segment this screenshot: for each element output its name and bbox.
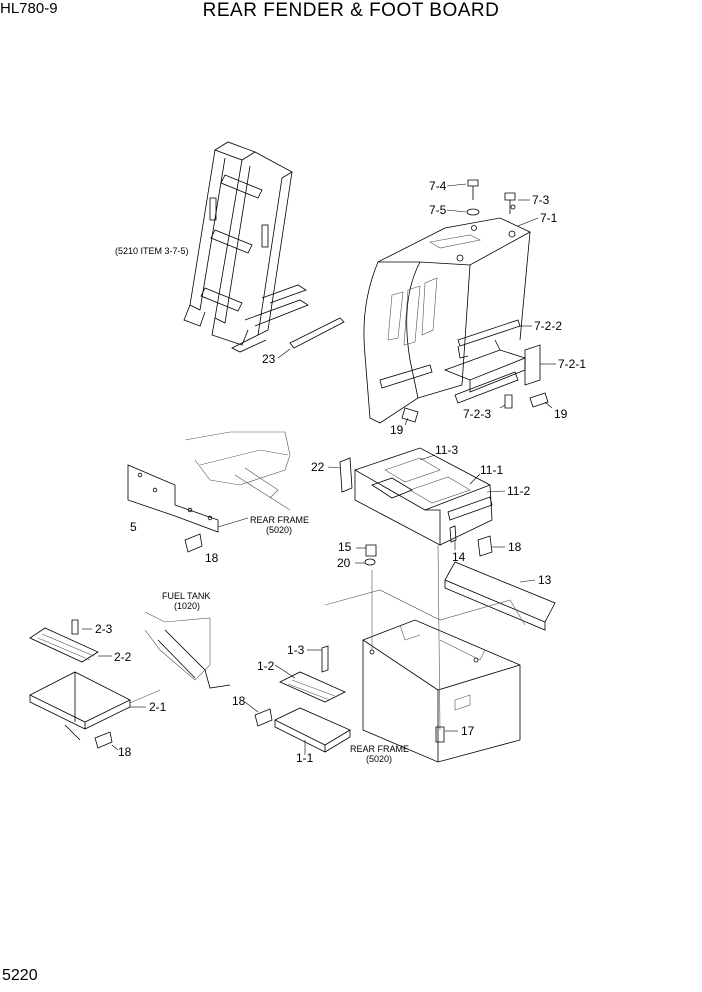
rear-frame-note-2: REAR FRAME bbox=[350, 744, 409, 754]
page-number: 5220 bbox=[2, 967, 38, 984]
callout: 11-3 bbox=[435, 443, 458, 457]
callout: 20 bbox=[337, 556, 351, 570]
callout: 5 bbox=[130, 520, 137, 534]
fuel-tank-note: FUEL TANK bbox=[162, 591, 210, 601]
callout: 19 bbox=[390, 423, 404, 437]
fuel-tank-drawing bbox=[144, 611, 231, 689]
rear-frame-note: REAR FRAME bbox=[250, 515, 309, 525]
callout-labels: 7-4 7-3 7-5 7-1 7-2-2 7-2-1 7-2-3 19 19 … bbox=[95, 179, 586, 765]
callout: 14 bbox=[452, 550, 466, 564]
plate-13 bbox=[444, 535, 556, 631]
callout: 2-3 bbox=[95, 622, 113, 636]
callout: 19 bbox=[554, 407, 568, 421]
fuel-tank-code: (1020) bbox=[174, 601, 200, 611]
callout: 1-1 bbox=[296, 751, 314, 765]
fender-brackets bbox=[443, 319, 541, 404]
callout: 7-1 bbox=[540, 211, 558, 225]
callout: 7-5 bbox=[429, 203, 447, 217]
rear-fender-drawing bbox=[363, 204, 531, 424]
step-1-drawing bbox=[254, 645, 351, 753]
rear-frame-code: (5020) bbox=[266, 525, 292, 535]
callout: 15 bbox=[338, 540, 352, 554]
page-title: REAR FENDER & FOOT BOARD bbox=[202, 0, 500, 21]
callout: 7-2-2 bbox=[534, 319, 562, 333]
reference-notes: (5210 ITEM 3-7-5) REAR FRAME (5020) FUEL… bbox=[115, 246, 409, 764]
ladder-reference-note: (5210 ITEM 3-7-5) bbox=[115, 246, 189, 256]
callout: 7-2-1 bbox=[558, 357, 586, 371]
callout: 7-4 bbox=[429, 179, 447, 193]
callout: 1-2 bbox=[257, 659, 275, 673]
rear-frame-upper bbox=[127, 431, 291, 553]
ladder-drawing bbox=[183, 141, 309, 353]
tool-box-drawing bbox=[339, 447, 493, 546]
callout: 18 bbox=[118, 745, 132, 759]
callout: 23 bbox=[262, 352, 276, 366]
callout: 2-2 bbox=[114, 650, 132, 664]
model-number: HL780-9 bbox=[0, 0, 58, 17]
callout: 7-3 bbox=[532, 193, 550, 207]
rear-frame-code-2: (5020) bbox=[366, 754, 392, 764]
leader-lines bbox=[82, 183, 556, 755]
callout: 18 bbox=[232, 694, 246, 708]
callout: 18 bbox=[205, 551, 219, 565]
fasteners bbox=[71, 179, 549, 743]
callout: 13 bbox=[538, 573, 552, 587]
rear-frame-lower bbox=[324, 544, 526, 763]
callout: 18 bbox=[508, 540, 522, 554]
step-2-drawing bbox=[29, 627, 161, 749]
callout: 7-2-3 bbox=[463, 407, 491, 421]
callout: 11-1 bbox=[480, 463, 503, 477]
callout: 11-2 bbox=[507, 484, 530, 498]
callout: 1-3 bbox=[287, 643, 305, 657]
callout: 17 bbox=[461, 724, 475, 738]
callout: 2-1 bbox=[149, 700, 167, 714]
bar-23 bbox=[277, 317, 345, 359]
callout: 22 bbox=[311, 460, 325, 474]
